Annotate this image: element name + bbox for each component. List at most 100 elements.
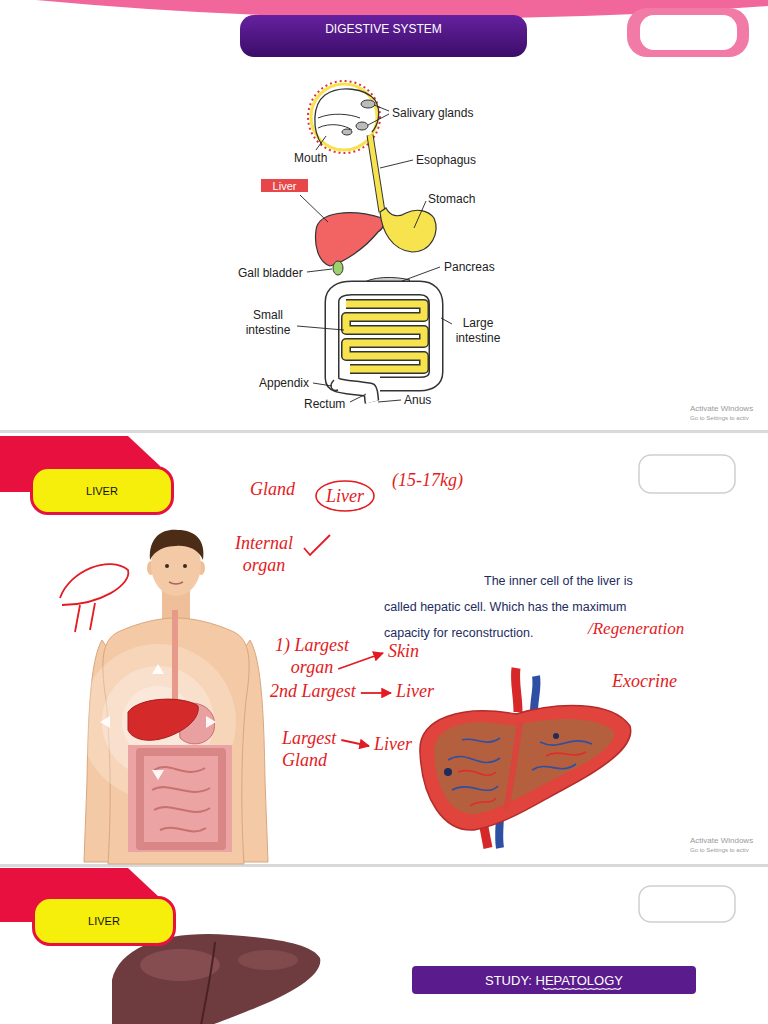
intestines	[128, 745, 232, 852]
leader-line	[441, 318, 452, 324]
handwritten-note: 2nd Largest	[270, 681, 356, 703]
liver-organ	[128, 699, 198, 740]
part-label: Esophagus	[416, 153, 476, 167]
vessel-network	[448, 738, 592, 790]
large-intestine-outline	[332, 288, 436, 402]
handwritten-note: Exocrine	[612, 671, 677, 693]
vessel-network	[458, 752, 586, 806]
appendix-organ	[331, 380, 338, 390]
leader-line	[374, 105, 389, 111]
leader-line	[313, 383, 332, 386]
ring-outline	[316, 481, 374, 511]
leader-line	[368, 114, 389, 125]
node-text: STUDY: HEPATOLOGY	[485, 973, 623, 988]
hair	[150, 530, 204, 560]
stomach-organ	[380, 208, 436, 252]
small-intestine	[346, 304, 424, 369]
leader-line	[380, 160, 413, 168]
leader-line	[414, 201, 426, 228]
annotation-arrow	[361, 692, 391, 694]
corner-badge	[639, 886, 735, 922]
vessel-dot	[444, 768, 452, 776]
watermark: Go to Settings to activ	[690, 847, 749, 854]
esophagus-outline	[370, 135, 382, 212]
liver-tissue	[434, 719, 614, 814]
eye	[165, 564, 169, 568]
vein	[534, 676, 537, 712]
liver-highlight	[238, 950, 298, 970]
leader-line	[307, 269, 332, 272]
liver-cross-section	[420, 668, 631, 848]
small-intestine	[152, 767, 210, 831]
part-label: Stomach	[428, 192, 475, 206]
liver-photo	[112, 934, 320, 1024]
handwritten-note: Skin	[388, 641, 419, 663]
lobe-division	[506, 722, 520, 810]
watermark: Activate Windows	[690, 404, 753, 414]
eye	[183, 564, 187, 568]
leader-line	[316, 136, 326, 150]
artery	[515, 668, 518, 712]
salivary-gland	[361, 100, 375, 108]
salivary-gland	[342, 129, 352, 135]
esophagus	[172, 610, 178, 702]
digestive-figure	[297, 81, 452, 402]
corner-badge	[627, 8, 749, 57]
gall-bladder-organ	[333, 261, 343, 275]
handwritten-note: Liver	[374, 734, 412, 756]
handwritten-note: /Regeneration	[588, 619, 684, 639]
section-pill: LIVER	[32, 896, 176, 946]
leader-line	[300, 195, 328, 222]
palate-line	[318, 114, 360, 118]
leader-line	[378, 400, 401, 402]
vessel-dot	[553, 733, 559, 739]
small-intestine-outline	[346, 304, 424, 369]
corner-badge	[639, 455, 735, 493]
node-text: Liver	[326, 486, 364, 507]
liver-fissure	[200, 942, 215, 1024]
squiggle-underline	[543, 988, 621, 990]
liver-organ	[316, 213, 385, 266]
handwritten-note: Internal organ	[222, 532, 306, 576]
handwritten-note: (15-17kg)	[392, 470, 463, 492]
node-text: DIGESTIVE SYSTEM	[325, 22, 442, 36]
leader-line	[350, 394, 366, 402]
corner-badge-inner	[640, 15, 737, 50]
check-mark	[304, 535, 330, 555]
part-label: Pancreas	[444, 260, 495, 274]
large-intestine	[140, 752, 222, 846]
leader-lines	[297, 105, 452, 402]
part-label: Rectum	[304, 397, 345, 411]
title-pill: DIGESTIVE SYSTEM	[240, 15, 527, 57]
annotation-arrow	[341, 740, 369, 746]
human-figure	[80, 530, 268, 864]
highlight-label: Liver	[261, 179, 308, 192]
watermark: Go to Settings to activ	[690, 415, 749, 422]
doodle	[60, 564, 128, 632]
part-label: Small intestine	[236, 308, 300, 338]
part-label: Anus	[404, 393, 431, 407]
node-text: LIVER	[86, 485, 118, 497]
part-label: Mouth	[294, 151, 327, 165]
handwritten-note: Largest Gland	[282, 727, 354, 771]
annotation-arrow	[338, 653, 383, 669]
part-label: Large intestine	[450, 316, 506, 346]
study-bar: STUDY: HEPATOLOGY	[412, 966, 696, 994]
node-text: LIVER	[88, 915, 120, 927]
circled-word: Liver	[315, 480, 375, 512]
watermark: Activate Windows	[690, 836, 753, 846]
handwritten-note: 1) Largest organ	[264, 634, 360, 678]
esophagus	[370, 135, 382, 212]
mouth-line	[169, 582, 183, 584]
liver-highlight	[140, 949, 220, 981]
liver-outline	[420, 705, 631, 830]
section-pill: LIVER	[30, 466, 174, 515]
liver-lobe	[112, 934, 320, 1024]
handwritten-note: Liver	[396, 681, 434, 703]
panel-divider	[0, 430, 768, 433]
part-label: Salivary glands	[392, 106, 473, 120]
leader-line	[402, 267, 440, 281]
salivary-gland	[356, 122, 368, 130]
glow-arrows	[100, 664, 216, 780]
